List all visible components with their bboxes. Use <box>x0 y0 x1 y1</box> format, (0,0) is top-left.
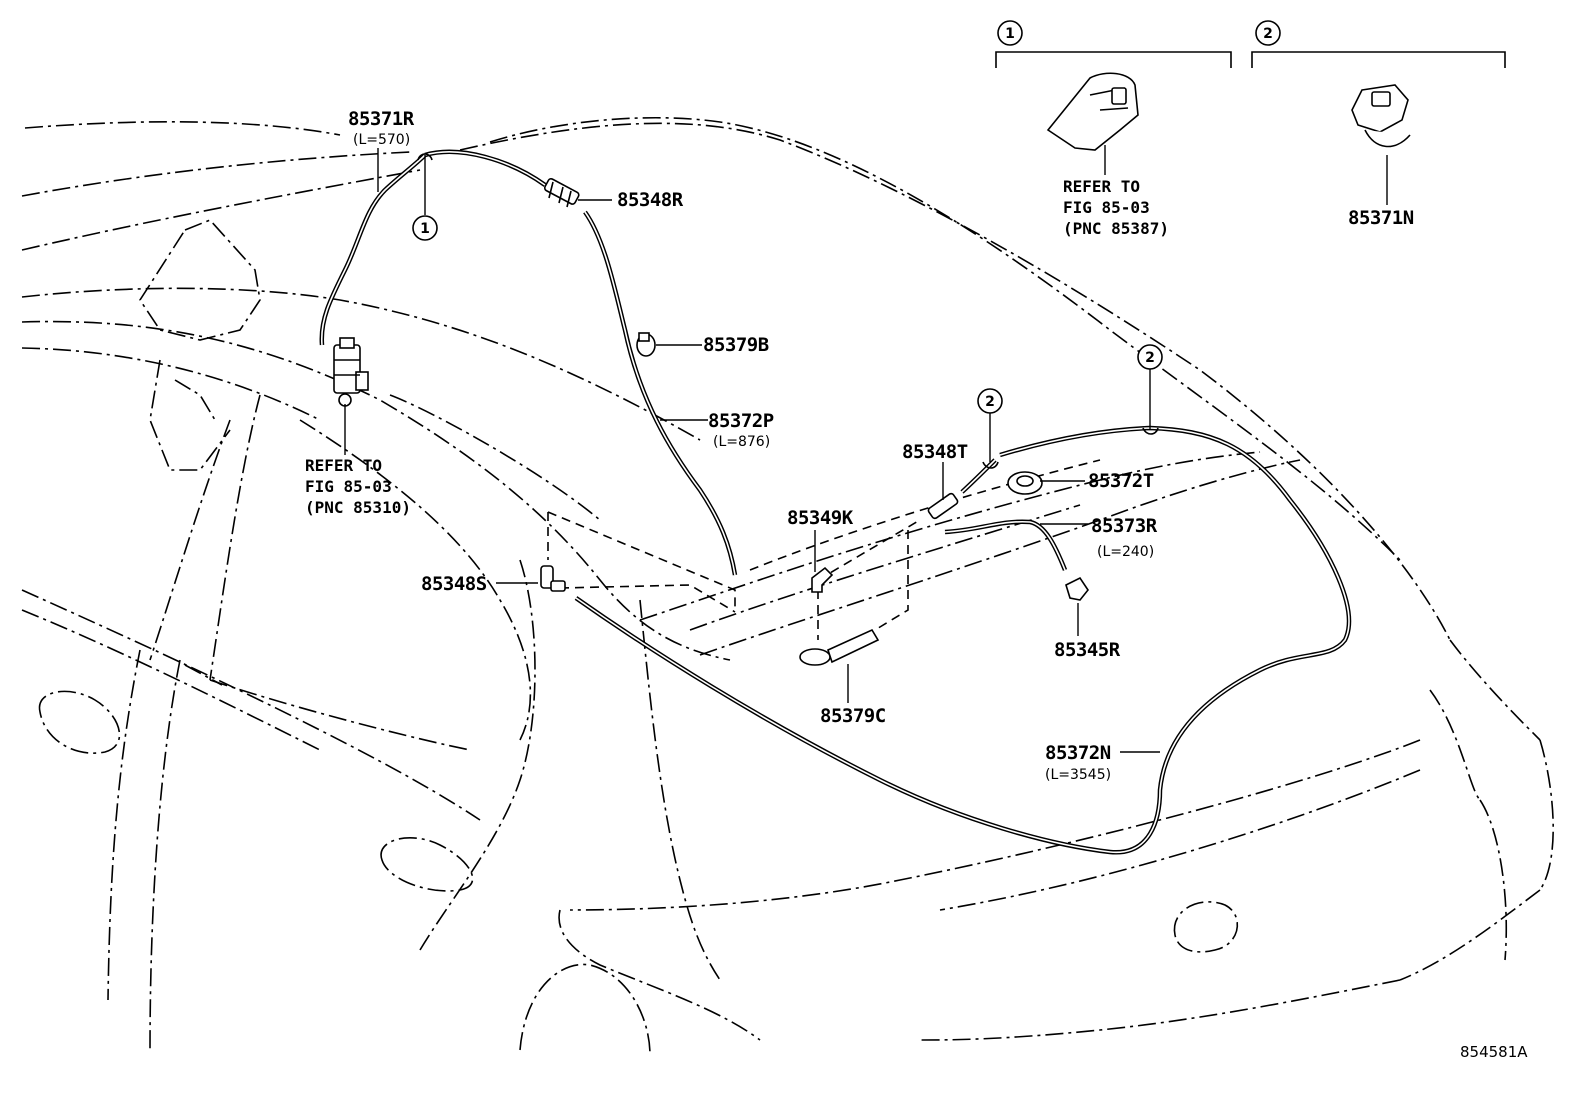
svg-text:2: 2 <box>985 394 995 410</box>
joint-icon <box>540 565 566 592</box>
joint-icon <box>543 177 580 208</box>
grommet-icon <box>1007 471 1043 495</box>
joint-icon <box>927 492 959 520</box>
part-number-85372P: 85372P <box>708 410 774 432</box>
callout-1-on-hose: 1 <box>412 153 438 241</box>
pump-reference-line3: (PNC 85310) <box>305 498 411 517</box>
nozzle-icon <box>1351 84 1411 148</box>
detail-2-bracket: 2 <box>1251 20 1506 68</box>
detail1-reference-line1: REFER TO <box>1063 177 1140 196</box>
part-length-85373R: (L=240) <box>1097 544 1154 560</box>
nozzle-icon <box>1065 576 1089 601</box>
part-length-85371R: (L=570) <box>353 132 410 148</box>
part-length-85372P: (L=876) <box>713 434 770 450</box>
part-number-85348R: 85348R <box>617 189 684 211</box>
part-number-85348T: 85348T <box>902 441 968 463</box>
leader-lines <box>344 145 1388 753</box>
washer-hoses <box>319 149 1352 855</box>
callout-2-on-hose-short: 2 <box>977 388 1003 469</box>
part-number-85371R: 85371R <box>348 108 415 130</box>
clamp-icon <box>636 332 656 357</box>
part-number-85372T: 85372T <box>1088 470 1154 492</box>
detail1-reference-line2: FIG 85-03 <box>1063 198 1150 217</box>
pump-reference-line1: REFER TO <box>305 456 382 475</box>
svg-text:1: 1 <box>1005 26 1015 42</box>
pump-reference-line2: FIG 85-03 <box>305 477 392 496</box>
part-number-85379B: 85379B <box>703 334 769 356</box>
svg-text:2: 2 <box>1145 350 1155 366</box>
connection-leader-lines <box>547 511 921 640</box>
clamp-icon <box>799 628 880 666</box>
svg-text:2: 2 <box>1263 26 1273 42</box>
figure-code: 854581A <box>1460 1043 1528 1061</box>
detail1-reference-line3: (PNC 85387) <box>1063 219 1169 238</box>
washer-pump-icon <box>333 337 369 407</box>
part-number-85345R: 85345R <box>1054 639 1121 661</box>
part-number-85379C: 85379C <box>820 705 886 727</box>
callout-2-on-hose: 2 <box>1137 344 1163 435</box>
svg-text:1: 1 <box>420 221 430 237</box>
elbow-icon <box>811 566 834 593</box>
part-length-85372N: (L=3545) <box>1045 767 1111 783</box>
part-number-85349K: 85349K <box>787 507 854 529</box>
part-number-85373R: 85373R <box>1091 515 1158 537</box>
part-number-85348S: 85348S <box>421 573 487 595</box>
detail-1-bracket: 1 <box>995 20 1232 68</box>
nozzle-icon <box>1046 72 1139 151</box>
part-number-85372N: 85372N <box>1045 742 1111 764</box>
part-number-85371N: 85371N <box>1348 207 1414 229</box>
vehicle-body-outline <box>21 116 1554 1056</box>
part-labels: 85371R (L=570) 85348R 85379B 85372P (L=8… <box>305 108 1528 1061</box>
